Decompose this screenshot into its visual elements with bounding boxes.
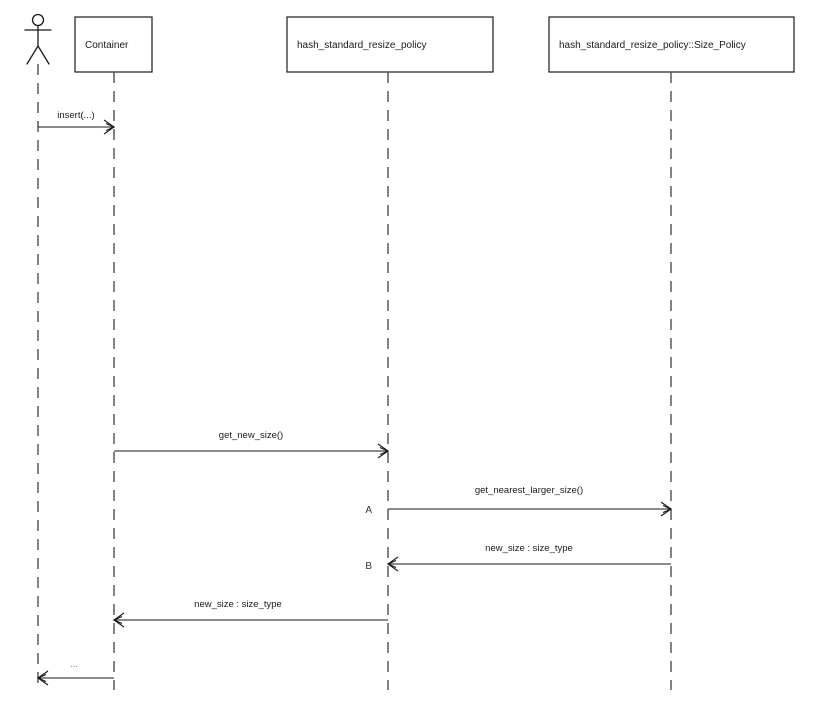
message-marker-b: B	[365, 561, 372, 572]
participant-label-size-policy: hash_standard_resize_policy::Size_Policy	[559, 40, 746, 51]
message-arrowhead-get-new-size-inner	[379, 446, 390, 456]
actor-leg-left-icon	[26, 45, 39, 65]
message-marker-a: A	[365, 505, 372, 516]
participant-container[interactable]: Container	[74, 16, 153, 690]
actor-leg-right-icon	[37, 45, 50, 65]
message-get-new-size[interactable]: get_new_size()	[114, 430, 390, 459]
message-return-new-size-inner[interactable]: B new_size : size_type	[365, 543, 671, 572]
participant-label-container: Container	[85, 40, 129, 51]
participant-size-policy[interactable]: hash_standard_resize_policy::Size_Policy	[548, 16, 795, 690]
message-arrowhead-get-nearest-larger-size-inner	[662, 504, 673, 514]
message-get-nearest-larger-size[interactable]: A get_nearest_larger_size()	[365, 485, 673, 517]
message-label-return-new-size-inner: new_size : size_type	[485, 543, 573, 554]
message-label-return-ellipsis: ...	[70, 659, 78, 670]
actor-head-icon	[31, 13, 45, 27]
message-arrowhead-return-ellipsis-2	[36, 673, 47, 683]
participant-box-policy[interactable]	[286, 16, 494, 73]
participant-policy[interactable]: hash_standard_resize_policy	[286, 16, 494, 690]
participant-label-policy: hash_standard_resize_policy	[297, 40, 427, 51]
message-insert[interactable]: insert(...)	[38, 110, 116, 135]
message-arrowhead-insert-inner	[105, 122, 116, 132]
participant-box-container[interactable]	[74, 16, 153, 73]
message-arrowhead-return-new-size-outer-2	[112, 615, 123, 625]
message-label-get-nearest-larger-size: get_nearest_larger_size()	[475, 485, 583, 496]
message-arrowhead-return-new-size-inner-2	[386, 559, 397, 569]
message-label-insert: insert(...)	[57, 110, 94, 121]
participant-actor[interactable]	[24, 13, 52, 691]
participant-box-size-policy[interactable]	[548, 16, 795, 73]
message-return-new-size-outer[interactable]: new_size : size_type	[112, 599, 388, 628]
message-label-return-new-size-outer: new_size : size_type	[194, 599, 282, 610]
message-label-get-new-size: get_new_size()	[219, 430, 283, 441]
message-return-ellipsis[interactable]: ...	[36, 659, 114, 686]
